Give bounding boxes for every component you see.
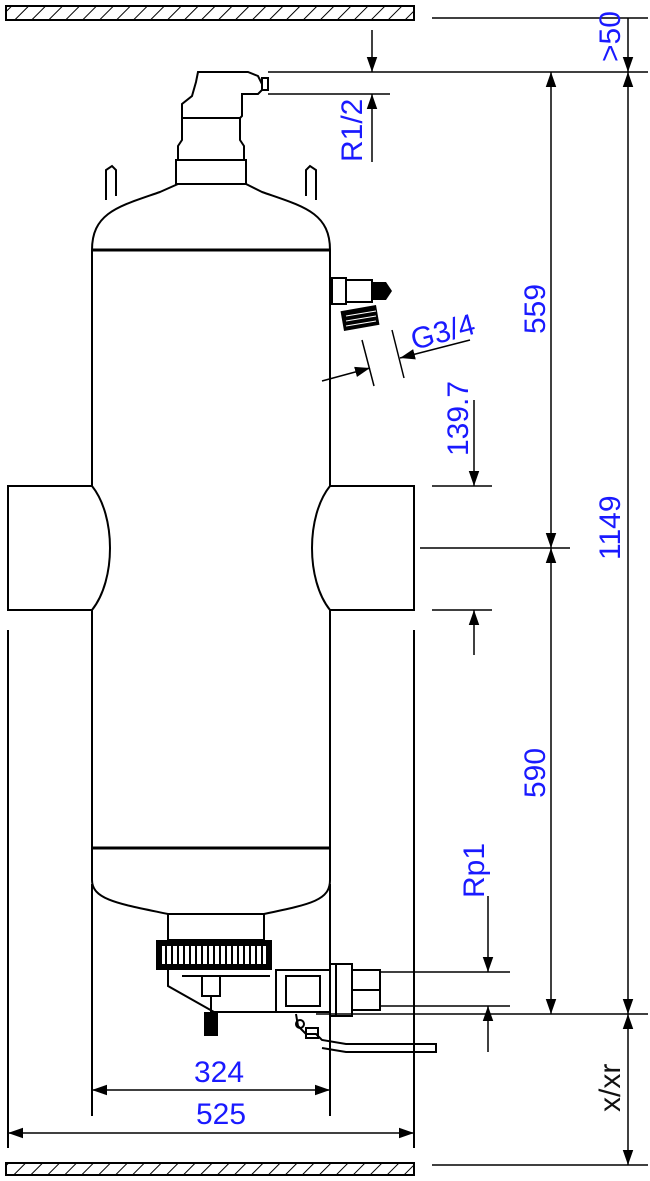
extension-lines: [268, 17, 648, 1166]
side-drain-valve: [331, 277, 392, 331]
dim-label-pipe-od: 139.7: [442, 381, 475, 456]
lifting-lugs: [105, 164, 317, 200]
vessel-body: [91, 183, 331, 915]
dim-label-clearance-bottom: x/xr: [594, 1064, 627, 1112]
dim-label-vessel-diameter: 324: [194, 1056, 244, 1089]
outlet-pipe: [330, 485, 415, 611]
bottom-drain-assembly: [156, 913, 437, 1053]
dim-label-flange-width: 525: [196, 1098, 246, 1131]
inlet-pipe: [7, 485, 92, 611]
dim-label-upper-height: 559: [519, 284, 552, 334]
dim-label-air-vent-thread: R1/2: [336, 99, 369, 162]
dim-label-drain-thread: G3/4: [407, 308, 478, 357]
dim-label-clearance-top: >50: [594, 11, 627, 62]
dim-label-total-height: 1149: [594, 495, 627, 560]
dimension-lines: [7, 18, 634, 1165]
floor-band: [5, 1162, 415, 1176]
ceiling-band: [5, 5, 415, 21]
air-vent: [175, 71, 269, 185]
dim-label-lower-height: 590: [519, 748, 552, 798]
installation-clearance-lines: [7, 630, 415, 1148]
dim-label-bottom-thread: Rp1: [458, 843, 491, 898]
